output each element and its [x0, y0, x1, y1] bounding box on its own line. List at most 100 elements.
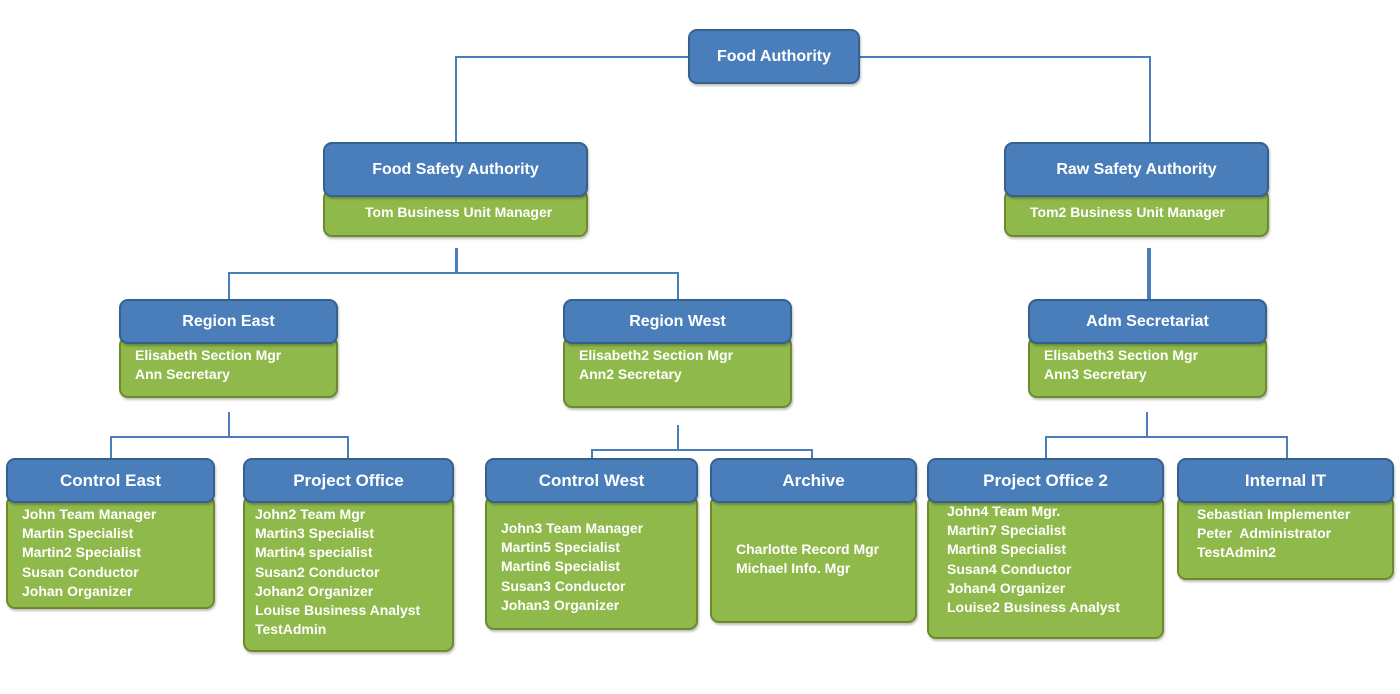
person-row: John Team Manager: [22, 506, 157, 522]
node-internal-it[interactable]: Internal IT Sebastian Implementer Peter …: [1177, 458, 1394, 580]
node-archive-people[interactable]: Charlotte Record Mgr Michael Info. Mgr: [710, 495, 917, 623]
node-archive[interactable]: Archive Charlotte Record Mgr Michael Inf…: [710, 458, 917, 623]
person-row: John3 Team Manager: [501, 520, 644, 536]
node-adm-secretariat-people[interactable]: Elisabeth3 Section Mgr Ann3 Secretary: [1028, 336, 1267, 398]
node-project-office-2-people[interactable]: John4 Team Mgr. Martin7 Specialist Marti…: [927, 495, 1164, 639]
connector-archive-drop: [811, 449, 813, 460]
person-row: Louise Business Analyst: [255, 601, 421, 618]
person-row: Martin3 Specialist: [255, 525, 375, 542]
connector-root-left-drop: [455, 56, 457, 143]
connector-control-east-drop: [110, 436, 112, 459]
connector-adm-bus: [1045, 436, 1287, 438]
person-row: Ann Secretary: [135, 366, 230, 383]
node-control-east[interactable]: Control East John Team Manager Martin Sp…: [6, 458, 215, 609]
node-food-authority-header[interactable]: Food Authority: [688, 29, 860, 84]
person-row: Susan2 Conductor: [255, 563, 380, 580]
person-row: Martin2 Specialist: [22, 544, 142, 561]
connector-internal-it-drop: [1286, 436, 1288, 459]
node-project-office-people[interactable]: John2 Team Mgr Martin3 Specialist Martin…: [243, 495, 454, 652]
connector-region-west-drop: [677, 272, 679, 299]
person-row: Elisabeth2 Section Mgr: [579, 347, 734, 363]
person-row: Michael Info. Mgr: [736, 560, 851, 576]
person-row: Sebastian Implementer: [1197, 506, 1351, 522]
connector-control-west-drop: [591, 449, 593, 460]
connector-project-office-drop: [347, 436, 349, 459]
node-control-west-title: Control West: [538, 470, 645, 490]
node-control-west-header[interactable]: Control West: [485, 458, 698, 503]
node-region-east-title: Region East: [182, 312, 275, 330]
node-region-west-title: Region West: [629, 312, 726, 330]
node-control-east-header[interactable]: Control East: [6, 458, 215, 503]
node-adm-secretariat-title: Adm Secretariat: [1086, 312, 1209, 330]
node-food-safety-authority-people[interactable]: Tom Business Unit Manager: [323, 189, 588, 237]
person-row: TestAdmin: [255, 621, 327, 638]
connector-region-west-stem: [677, 425, 679, 450]
person-row: Martin4 specialist: [255, 544, 373, 561]
node-food-authority-title: Food Authority: [716, 47, 832, 65]
person-row: Martin5 Specialist: [501, 539, 621, 556]
connector-fsa-bus: [228, 272, 679, 274]
node-food-safety-authority-header[interactable]: Food Safety Authority: [323, 142, 588, 197]
node-control-west[interactable]: Control West John3 Team Manager Martin5 …: [485, 458, 698, 630]
connector-fsa-stem: [455, 248, 458, 274]
node-project-office-header[interactable]: Project Office: [243, 458, 454, 503]
node-region-east[interactable]: Region East Elisabeth Section Mgr Ann Se…: [119, 299, 338, 398]
node-adm-secretariat-header[interactable]: Adm Secretariat: [1028, 299, 1267, 344]
person-row: Peter Administrator: [1197, 525, 1332, 542]
person-row: Ann2 Secretary: [579, 366, 682, 383]
node-control-east-title: Control East: [59, 470, 162, 490]
node-project-office-2-title: Project Office 2: [983, 470, 1108, 490]
node-raw-safety-authority-header[interactable]: Raw Safety Authority: [1004, 142, 1269, 197]
connector-region-east-stem: [228, 412, 230, 437]
person-row: John4 Team Mgr.: [947, 503, 1061, 519]
node-internal-it-people[interactable]: Sebastian Implementer Peter Administrato…: [1177, 495, 1394, 580]
person-row: Martin Specialist: [22, 525, 134, 542]
node-region-west-people[interactable]: Elisabeth2 Section Mgr Ann2 Secretary: [563, 336, 792, 408]
connector-region-west-bus: [591, 449, 813, 451]
node-archive-header[interactable]: Archive: [710, 458, 917, 503]
person-row: Tom Business Unit Manager: [365, 204, 553, 221]
person-row: Johan2 Organizer: [255, 582, 374, 599]
person-row: Charlotte Record Mgr: [736, 540, 880, 557]
connector-region-east-drop: [228, 272, 230, 299]
node-control-west-people[interactable]: John3 Team Manager Martin5 Specialist Ma…: [485, 495, 698, 630]
node-raw-safety-authority-title: Raw Safety Authority: [1056, 160, 1217, 178]
node-food-safety-authority[interactable]: Food Safety Authority Tom Business Unit …: [323, 142, 588, 237]
node-project-office-2-header[interactable]: Project Office 2: [927, 458, 1164, 503]
node-internal-it-header[interactable]: Internal IT: [1177, 458, 1394, 503]
person-row: Elisabeth Section Mgr: [135, 347, 282, 363]
node-project-office-2[interactable]: Project Office 2 John4 Team Mgr. Martin7…: [927, 458, 1164, 639]
connector-root-right-drop: [1149, 56, 1151, 143]
connector-project-office-2-drop: [1045, 436, 1047, 459]
node-region-west[interactable]: Region West Elisabeth2 Section Mgr Ann2 …: [563, 299, 792, 408]
node-control-east-people[interactable]: John Team Manager Martin Specialist Mart…: [6, 495, 215, 609]
person-row: Susan4 Conductor: [947, 560, 1072, 577]
node-raw-safety-authority-people[interactable]: Tom2 Business Unit Manager: [1004, 189, 1269, 237]
person-row: Susan3 Conductor: [501, 577, 626, 594]
node-food-authority[interactable]: Food Authority: [688, 29, 860, 84]
connector-region-east-bus: [110, 436, 349, 438]
node-region-west-header[interactable]: Region West: [563, 299, 792, 344]
node-region-east-people[interactable]: Elisabeth Section Mgr Ann Secretary: [119, 336, 338, 398]
connector-adm-stem: [1146, 412, 1148, 437]
node-region-east-header[interactable]: Region East: [119, 299, 338, 344]
node-project-office[interactable]: Project Office John2 Team Mgr Martin3 Sp…: [243, 458, 454, 652]
person-row: John2 Team Mgr: [255, 506, 366, 522]
node-raw-safety-authority[interactable]: Raw Safety Authority Tom2 Business Unit …: [1004, 142, 1269, 237]
node-adm-secretariat[interactable]: Adm Secretariat Elisabeth3 Section Mgr A…: [1028, 299, 1267, 398]
connector-root-right-horizontal: [860, 56, 1151, 58]
person-row: Johan3 Organizer: [501, 596, 620, 613]
person-row: TestAdmin2: [1197, 544, 1277, 561]
person-row: Susan Conductor: [22, 563, 139, 580]
person-row: Ann3 Secretary: [1044, 366, 1147, 383]
person-row: Tom2 Business Unit Manager: [1030, 204, 1226, 221]
connector-root-left-horizontal: [455, 56, 688, 58]
person-row: Louise2 Business Analyst: [947, 598, 1120, 615]
node-project-office-title: Project Office: [293, 470, 404, 490]
node-internal-it-title: Internal IT: [1244, 470, 1327, 490]
person-row: Martin6 Specialist: [501, 558, 621, 575]
node-archive-title: Archive: [782, 470, 845, 490]
person-row: Johan4 Organizer: [947, 579, 1066, 596]
person-row: Martin7 Specialist: [947, 522, 1067, 539]
